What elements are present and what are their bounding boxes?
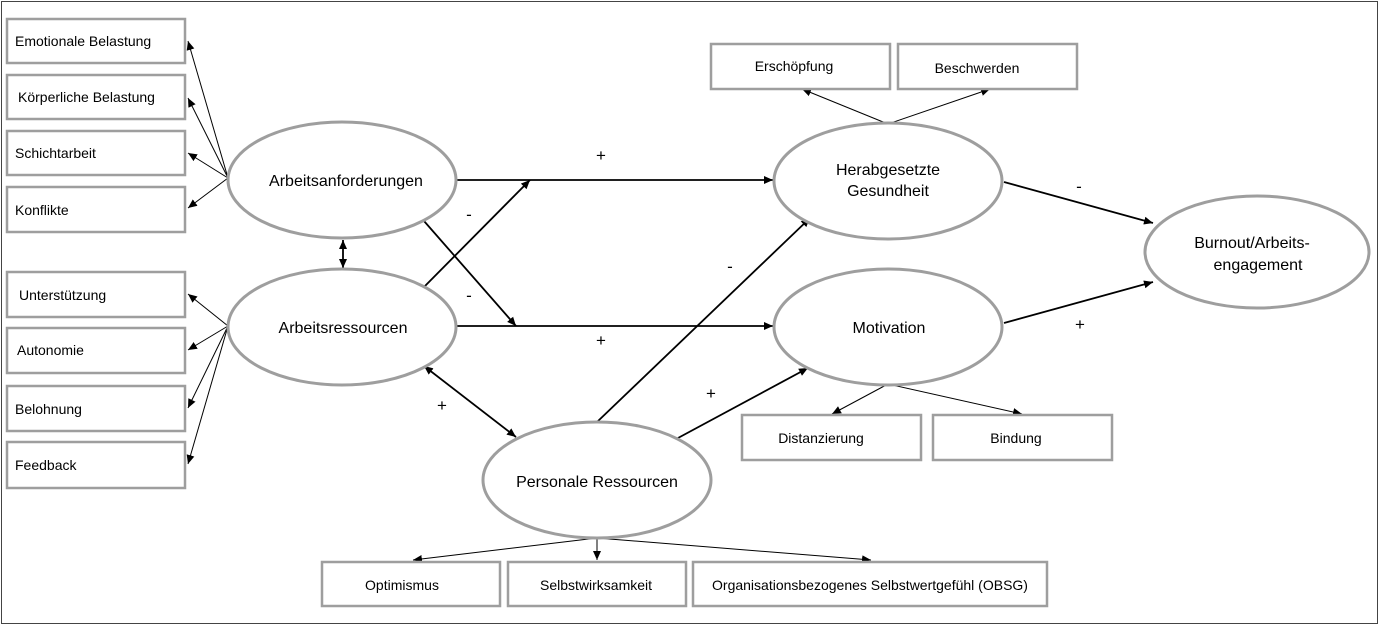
sign-gesundheit-burnout: - [1076, 177, 1082, 196]
arrow-autonomie [187, 325, 229, 351]
arrow-belohnung [187, 325, 229, 409]
box-distanzierung: Distanzierung [740, 413, 923, 462]
node-herabgesetzte-gesundheit: Herabgesetzte Gesundheit [772, 121, 1004, 241]
structural-arrows [339, 176, 1154, 439]
box-beschwerden: Beschwerden [896, 42, 1079, 91]
box-selbstwirksamkeit: Selbstwirksamkeit [506, 560, 688, 608]
box-konflikte: Konflikte [5, 185, 187, 234]
path-signs: + - - + - + + - + [437, 146, 1085, 415]
box-unterstuetzung: Unterstützung [5, 270, 187, 319]
node-label: Arbeitsanforderungen [269, 173, 423, 190]
box-belohnung: Belohnung [5, 384, 187, 433]
box-label: Emotionale Belastung [15, 33, 151, 49]
node-label-line2: engagement [1214, 257, 1304, 274]
arrow-erschoepfung [801, 88, 889, 125]
arrow-unterstuetzung [187, 293, 229, 327]
node-arbeitsressourcen: Arbeitsressourcen [226, 267, 458, 387]
node-burnout-arbeitsengagement: Burnout/Arbeits- engagement [1143, 194, 1371, 310]
node-motivation: Motivation [772, 267, 1004, 387]
sign-personale-motivation: + [706, 384, 716, 403]
sign-ressourcen-motivation: + [596, 331, 606, 350]
sign-personale-gesundheit: - [727, 257, 733, 276]
node-label-line1: Herabgesetzte [836, 162, 940, 179]
path-anforderungen-motivation [423, 220, 517, 327]
arrow-obsg [596, 537, 872, 564]
sign-ressourcen-gesundheit: - [466, 286, 472, 305]
box-autonomie: Autonomie [5, 326, 187, 375]
path-ressourcen-personale [423, 365, 517, 438]
box-label: Bindung [990, 430, 1041, 446]
node-personale-ressourcen: Personale Ressourcen [481, 420, 713, 540]
box-label: Konflikte [15, 202, 69, 218]
node-label-line2: Gesundheit [847, 183, 929, 200]
arrow-distanzierung [831, 383, 889, 415]
box-schichtarbeit: Schichtarbeit [5, 129, 187, 177]
node-label: Arbeitsressourcen [279, 320, 408, 337]
arrow-bindung [887, 383, 1023, 416]
box-emotionale-belastung: Emotionale Belastung [5, 17, 187, 65]
path-personale-motivation [677, 367, 809, 439]
box-label: Beschwerden [935, 60, 1020, 76]
node-arbeitsanforderungen: Arbeitsanforderungen [226, 120, 458, 240]
box-label: Selbstwirksamkeit [540, 577, 652, 593]
box-erschoepfung: Erschöpfung [709, 42, 892, 91]
node-label-line1: Burnout/Arbeits- [1194, 235, 1310, 252]
box-label: Optimismus [365, 577, 439, 593]
sign-anforderungen-gesundheit: + [596, 146, 606, 165]
sign-motivation-burnout: + [1075, 315, 1085, 334]
arrow-emotionale [186, 40, 229, 179]
arrow-feedback [186, 325, 229, 465]
arrow-koerperliche [187, 97, 229, 179]
arrow-konflikte [187, 177, 229, 209]
box-obsg: Organisationsbezogenes Selbstwertgefühl … [691, 560, 1049, 608]
box-label: Feedback [15, 457, 77, 473]
path-personale-gesundheit [596, 217, 811, 423]
path-gesundheit-burnout [1003, 181, 1154, 225]
sign-ressourcen-personale: + [437, 396, 447, 415]
path-motivation-burnout [1003, 280, 1154, 324]
path-ressourcen-gesundheit [423, 179, 531, 288]
box-koerperliche-belastung: Körperliche Belastung [5, 73, 187, 121]
sign-anforderungen-motivation: - [466, 205, 472, 224]
indicator-arrows [186, 40, 1023, 564]
node-label: Personale Ressourcen [516, 474, 678, 491]
box-label: Körperliche Belastung [18, 89, 155, 105]
box-label: Schichtarbeit [15, 145, 96, 161]
box-label: Autonomie [17, 342, 84, 358]
box-optimismus: Optimismus [320, 560, 502, 608]
box-label: Erschöpfung [755, 58, 834, 74]
arrow-optimismus [412, 537, 598, 563]
box-feedback: Feedback [5, 440, 187, 490]
box-label: Distanzierung [778, 430, 864, 446]
arrow-schicht [187, 152, 229, 179]
node-label: Motivation [853, 320, 926, 337]
box-label: Organisationsbezogenes Selbstwertgefühl … [712, 577, 1028, 593]
box-bindung: Bindung [931, 413, 1114, 462]
box-label: Belohnung [15, 401, 82, 417]
box-label: Unterstützung [19, 287, 106, 303]
arrow-beschwerden [887, 88, 991, 125]
